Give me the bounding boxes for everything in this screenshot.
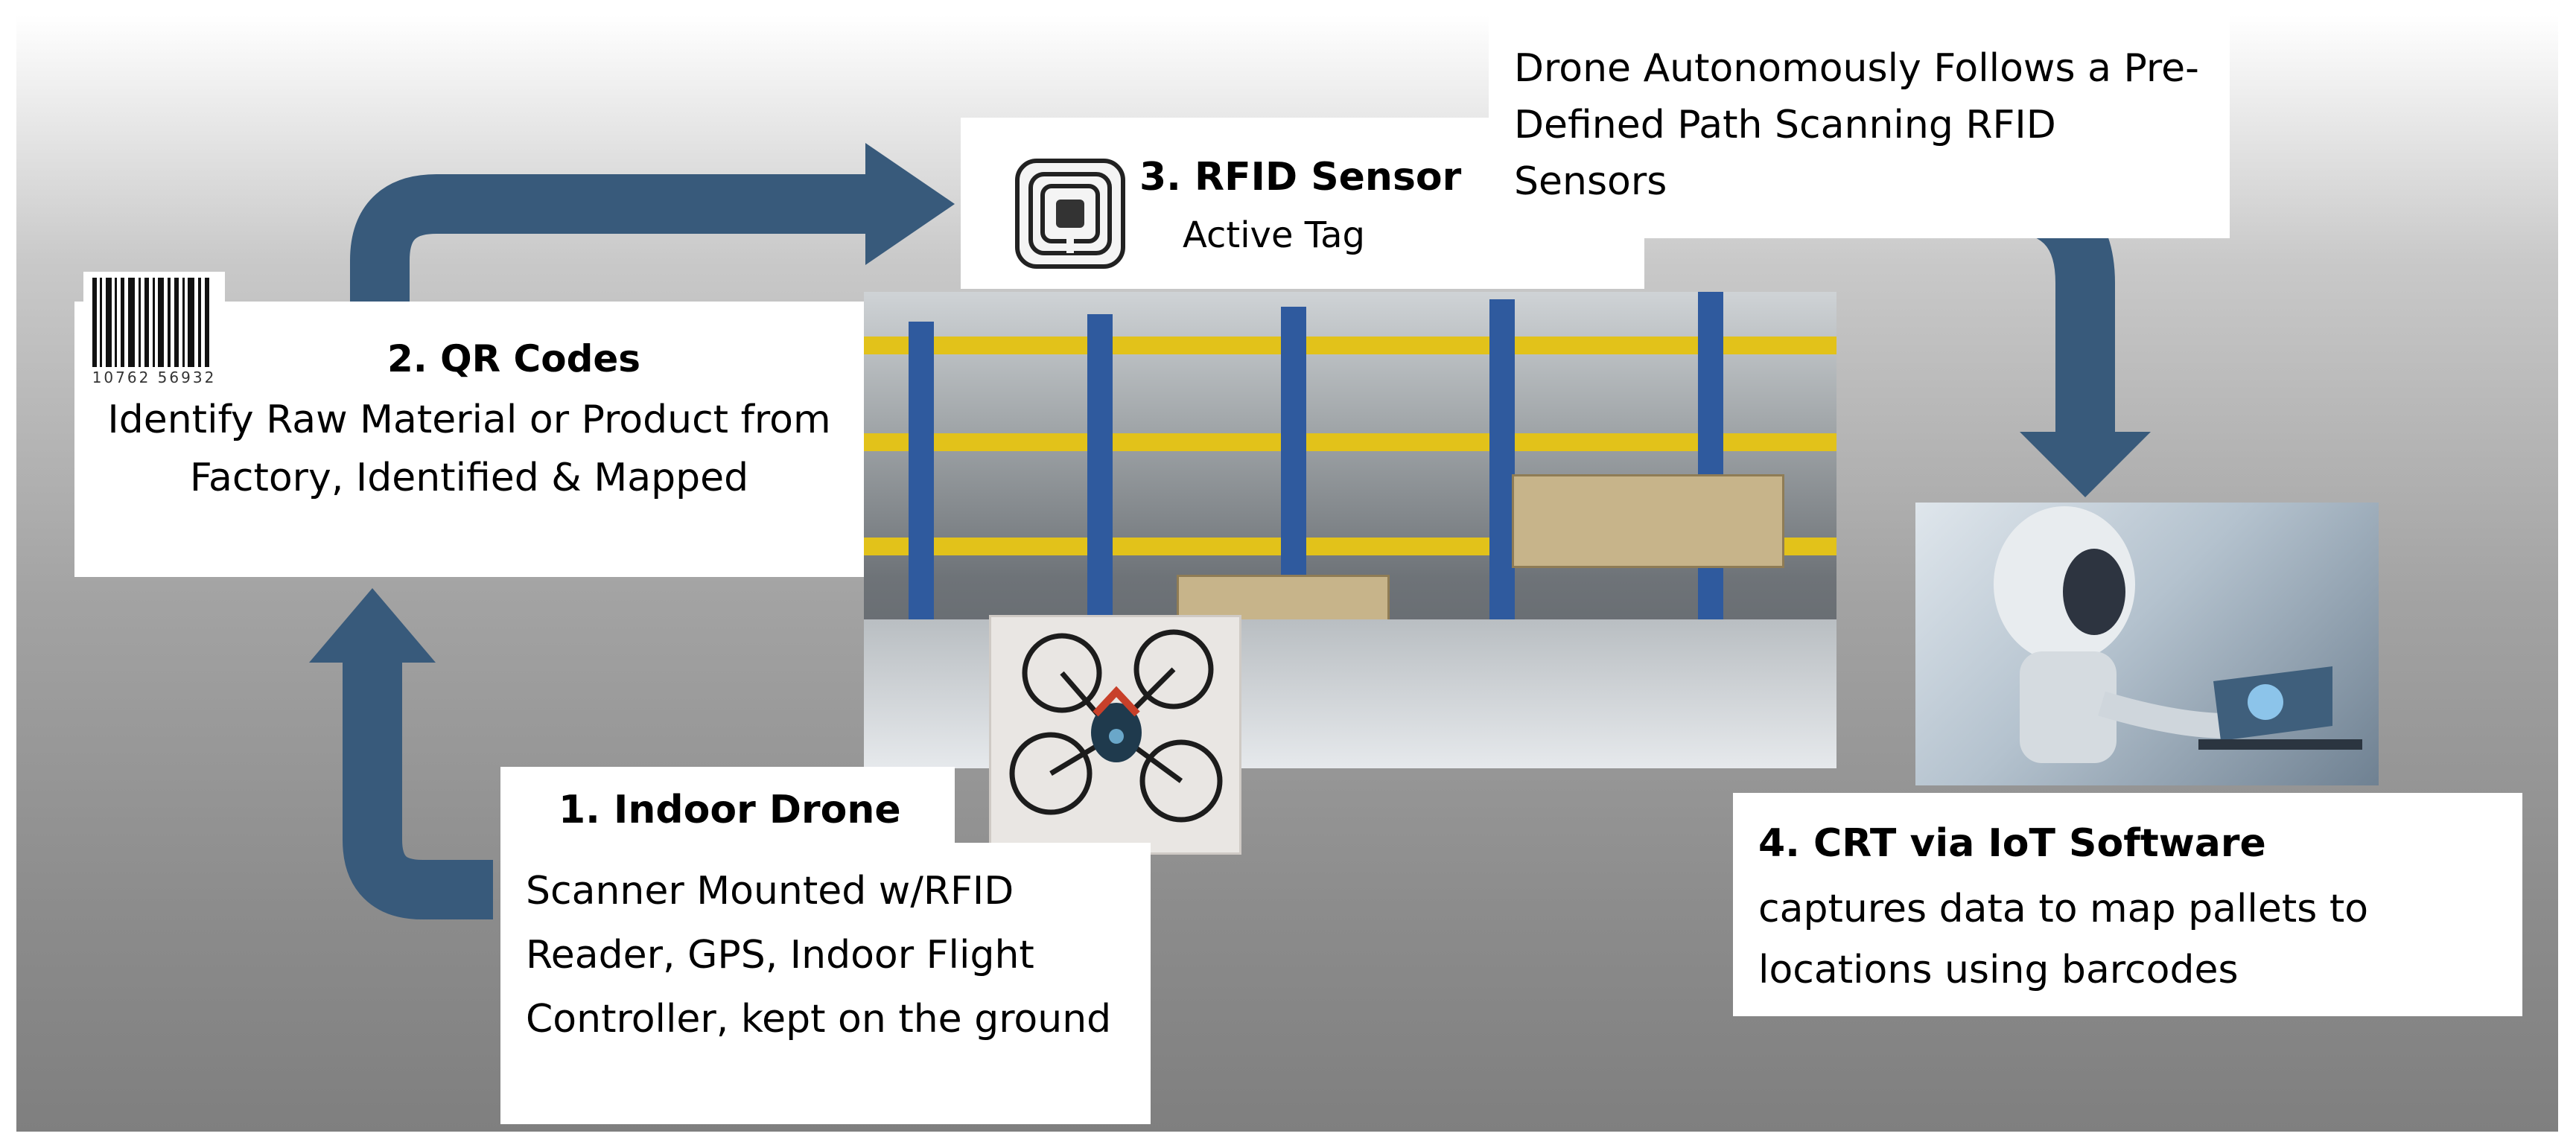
- rfid-sensor-title: 3. RFID Sensor: [1139, 155, 1462, 200]
- arrow-drone-to-qr: [343, 663, 493, 919]
- iot-software-box: 4. CRT via IoT Software captures data to…: [1733, 793, 2522, 1016]
- indoor-drone-title: 1. Indoor Drone: [559, 788, 901, 832]
- diagram-canvas: 2. QR Codes Identify Raw Material or Pro…: [16, 15, 2558, 1132]
- arrow-qr-to-rfid-head: [865, 143, 955, 265]
- arrow-qr-to-rfid: [350, 174, 865, 305]
- barcode-icon: 10762 56932: [83, 272, 225, 391]
- qr-codes-title: 2. QR Codes: [387, 337, 641, 380]
- drone-path-note-box: Drone Autonomously Follows a Pre-Defined…: [1489, 15, 2230, 238]
- indoor-drone-photo: [989, 615, 1241, 855]
- drone-icon: [1009, 629, 1223, 823]
- indoor-drone-description: Scanner Mounted w/RFID Reader, GPS, Indo…: [526, 869, 1112, 1042]
- qr-codes-description: Identify Raw Material or Product from Fa…: [107, 398, 831, 500]
- robot-laptop-photo: [1915, 503, 2379, 785]
- arrow-drone-to-qr-head: [309, 588, 436, 663]
- rfid-sensor-subtitle: Active Tag: [1183, 214, 1365, 256]
- indoor-drone-description-box: Scanner Mounted w/RFID Reader, GPS, Indo…: [500, 843, 1151, 1124]
- rfid-tag-icon: [1014, 158, 1126, 270]
- indoor-drone-title-box: 1. Indoor Drone: [500, 767, 955, 850]
- iot-software-title: 4. CRT via IoT Software: [1758, 821, 2266, 866]
- warehouse-shelving-photo: [864, 292, 1836, 768]
- iot-software-description: captures data to map pallets to location…: [1758, 887, 2369, 992]
- robot-icon: [1994, 506, 2362, 763]
- arrow-path-to-software-head: [2020, 432, 2151, 497]
- barcode-number: 10762 56932: [92, 369, 217, 386]
- drone-path-note-text: Drone Autonomously Follows a Pre-Defined…: [1514, 46, 2199, 204]
